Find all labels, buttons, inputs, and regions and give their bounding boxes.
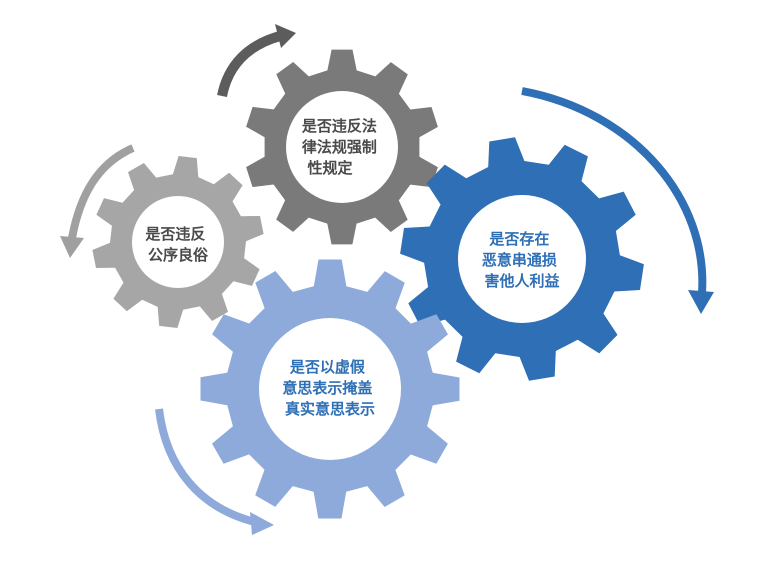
gear-light-label-line-2: 公序良俗 [148, 246, 209, 264]
arrow-light-left [60, 144, 135, 258]
gear-light: 是否违反 公序良俗 [92, 156, 264, 328]
gear-blue-label-line-1: 是否存在 [488, 230, 549, 248]
gear-periwinkle-label-line-3: 真实意思表示 [285, 400, 375, 418]
gear-blue-label-line-2: 恶意串通损 [482, 251, 557, 269]
gear-blue-label: 是否存在 恶意串通损 害他人利益 [482, 230, 562, 290]
gear-periwinkle-label: 是否以虚假 意思表示掩盖 真实意思表示 [282, 358, 377, 418]
gear-dark: 是否违反法 律法规强制 性规定 [246, 49, 438, 245]
gear-light-label: 是否违反 公序良俗 [144, 225, 210, 264]
gear-blue-center [458, 195, 586, 323]
gear-light-label-line-1: 是否违反 [144, 225, 205, 243]
arrow-blue-right [521, 87, 714, 314]
gear-blue-label-line-3: 害他人利益 [484, 272, 559, 290]
gear-dark-label-line-3: 性规定 [307, 159, 352, 177]
gear-blue: 是否存在 恶意串通损 害他人利益 [400, 137, 644, 381]
gear-dark-label: 是否违反法 律法规强制 性规定 [301, 117, 382, 177]
arrow-dark-top [217, 24, 296, 98]
gear-dark-center [286, 91, 398, 203]
gear-dark-label-line-1: 是否违反法 [301, 117, 377, 135]
gear-dark-label-line-2: 律法规强制 [301, 138, 377, 156]
gear-periwinkle-center [259, 318, 401, 460]
gear-light-center [132, 196, 224, 288]
gear-periwinkle-label-line-2: 意思表示掩盖 [282, 379, 372, 397]
gear-periwinkle-label-line-1: 是否以虚假 [289, 358, 366, 376]
arrow-periwinkle-bottom [155, 408, 274, 535]
gear-periwinkle: 是否以虚假 意思表示掩盖 真实意思表示 [200, 259, 460, 519]
